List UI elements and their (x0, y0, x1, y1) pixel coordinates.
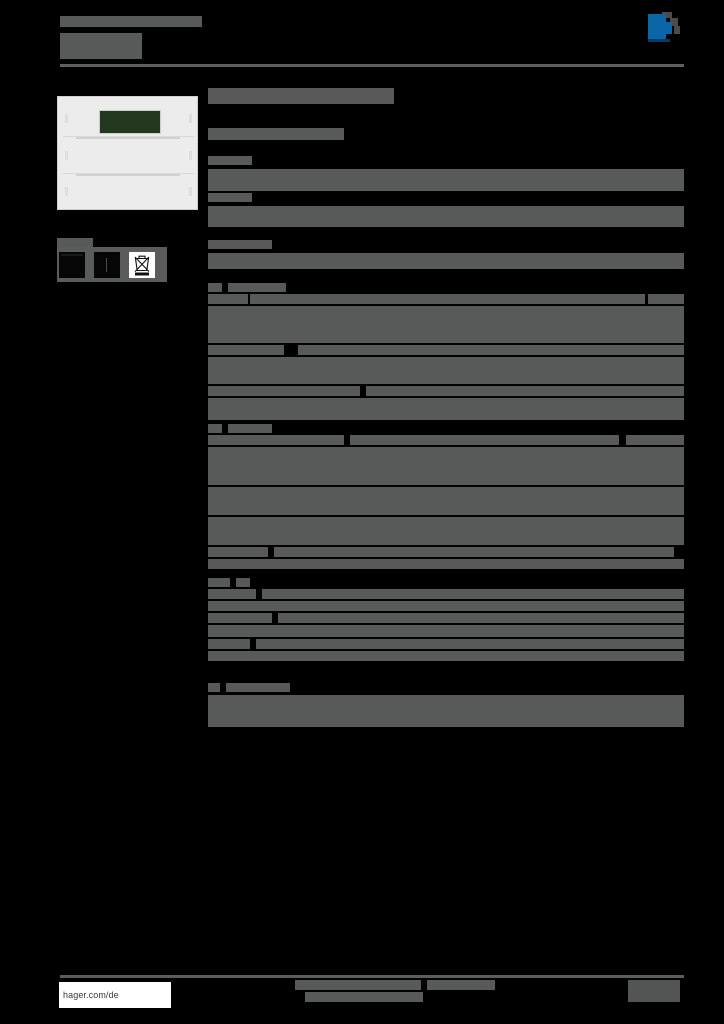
redacted-text-line (208, 424, 222, 433)
device-notch (189, 151, 192, 160)
redacted-text-line (208, 578, 230, 587)
redacted-text-line (208, 156, 252, 165)
vde-mark-icon (94, 252, 120, 278)
weee-bin-icon (129, 252, 155, 278)
redacted-text-line (208, 398, 684, 420)
footer-divider (60, 975, 684, 978)
redacted-text-line (208, 651, 684, 661)
redacted-text-line (208, 447, 684, 485)
device-seam (76, 174, 180, 176)
hager-logo-icon (648, 12, 680, 42)
product-photo (57, 96, 198, 210)
footer-website-link[interactable]: hager.com/de (59, 982, 171, 1008)
ce-mark-icon (59, 252, 85, 278)
redacted-text-line (256, 639, 684, 649)
redacted-text-line (208, 639, 250, 649)
redacted-text-line (648, 294, 684, 304)
redacted-text-line (226, 683, 290, 692)
redacted-text-line (208, 435, 344, 445)
device-row-bottom (63, 175, 194, 208)
device-row-top (63, 101, 194, 137)
redacted-text-line (208, 559, 684, 569)
footer-center-line-3 (305, 992, 423, 1002)
redacted-text-line (208, 625, 684, 637)
redacted-text-line (208, 386, 360, 396)
redacted-text-line (366, 386, 684, 396)
redacted-text-line (626, 435, 684, 445)
footer-website-url: hager.com/de (63, 990, 119, 1000)
footer-center-text (295, 980, 495, 1004)
header-divider (60, 64, 684, 67)
page-title-line-1 (60, 16, 202, 27)
footer-center-line-1 (295, 980, 421, 990)
redacted-text-line (208, 206, 684, 227)
lcd-display (99, 110, 161, 134)
redacted-text-line (208, 683, 220, 692)
redacted-text-line (278, 613, 684, 623)
device-notch (65, 151, 68, 160)
device-notch (189, 114, 192, 123)
footer-page-number (628, 980, 680, 1002)
redacted-text-line (208, 601, 684, 611)
document-page: hager.com/de (40, 0, 684, 1024)
redacted-text-line (298, 345, 684, 355)
redacted-text-line (208, 613, 272, 623)
device-notch (65, 114, 68, 123)
redacted-text-line (274, 547, 674, 557)
redacted-text-line (208, 517, 684, 545)
device-seam (76, 137, 180, 139)
redacted-text-line (208, 589, 256, 599)
page-footer: hager.com/de (40, 968, 684, 1024)
device-notch (65, 187, 68, 196)
redacted-text-line (208, 193, 252, 202)
redacted-text-line (208, 695, 684, 727)
redacted-text-line (208, 253, 684, 269)
device-row-middle (63, 138, 194, 174)
certification-label (57, 238, 93, 247)
device-notch (189, 187, 192, 196)
redacted-text-line (250, 294, 645, 304)
content-heading (208, 88, 394, 104)
redacted-text-line (228, 283, 286, 292)
page-title-line-2 (60, 33, 142, 59)
redacted-text-line (208, 283, 222, 292)
redacted-text-line (208, 357, 684, 384)
redacted-text-line (236, 578, 250, 587)
redacted-text-line (228, 424, 272, 433)
redacted-text-line (208, 547, 268, 557)
redacted-text-line (208, 345, 284, 355)
redacted-text-line (208, 169, 684, 191)
footer-center-line-2 (427, 980, 495, 990)
redacted-text-line (208, 487, 684, 515)
certification-icon-group (57, 247, 167, 282)
content-subheading (208, 128, 344, 140)
certification-strip (57, 238, 167, 282)
redacted-text-line (208, 294, 248, 304)
redacted-text-line (262, 589, 684, 599)
redacted-text-line (208, 306, 684, 343)
page-header (40, 0, 684, 78)
redacted-text-line (208, 240, 272, 249)
redacted-text-line (350, 435, 619, 445)
